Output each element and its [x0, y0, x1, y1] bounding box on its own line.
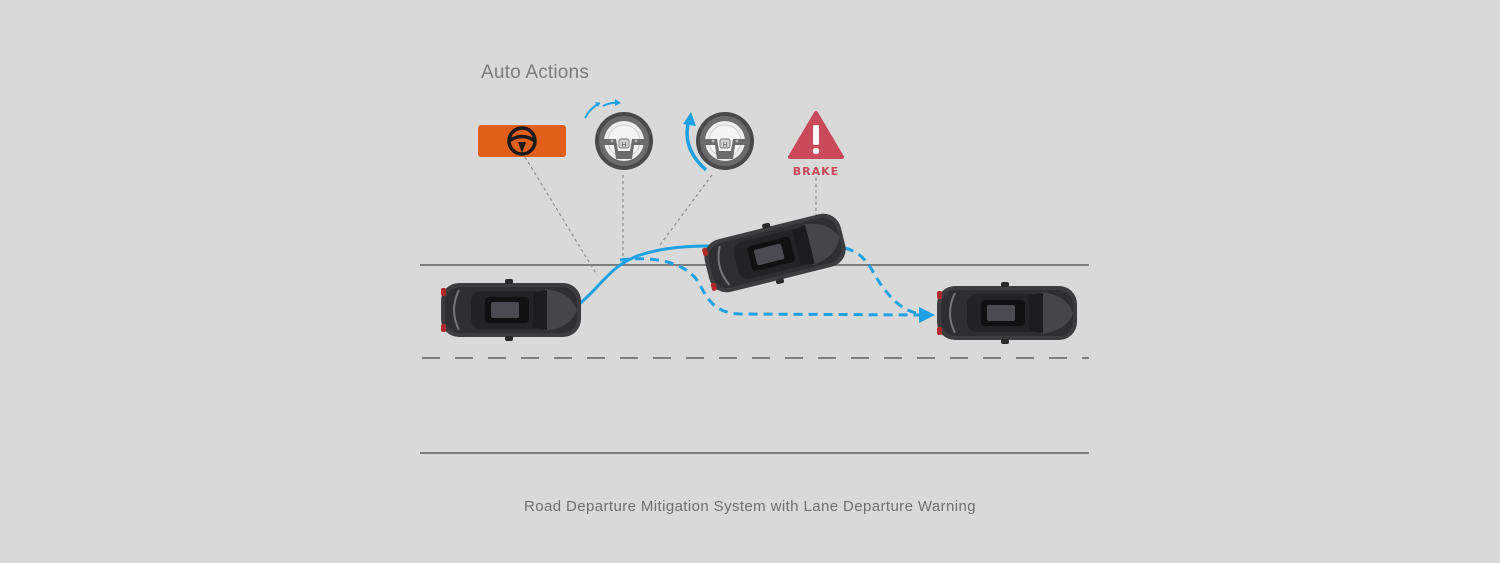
car-start: [440, 278, 582, 342]
steering-wheel-turn-icon: [683, 111, 755, 172]
car-corrected: [936, 281, 1078, 345]
vehicle-path: [577, 244, 935, 323]
lane-departure-indicator-icon: [478, 125, 566, 157]
callout-leader-lines: [524, 156, 817, 276]
diagram-caption: Road Departure Mitigation System with La…: [524, 498, 976, 515]
steering-wheel-nudge-icon: [584, 99, 654, 171]
brake-label: BRAKE: [793, 165, 839, 178]
car-departing: [698, 204, 852, 302]
brake-warning-triangle-icon: [788, 111, 844, 159]
auto-actions-heading: Auto Actions: [481, 62, 590, 83]
